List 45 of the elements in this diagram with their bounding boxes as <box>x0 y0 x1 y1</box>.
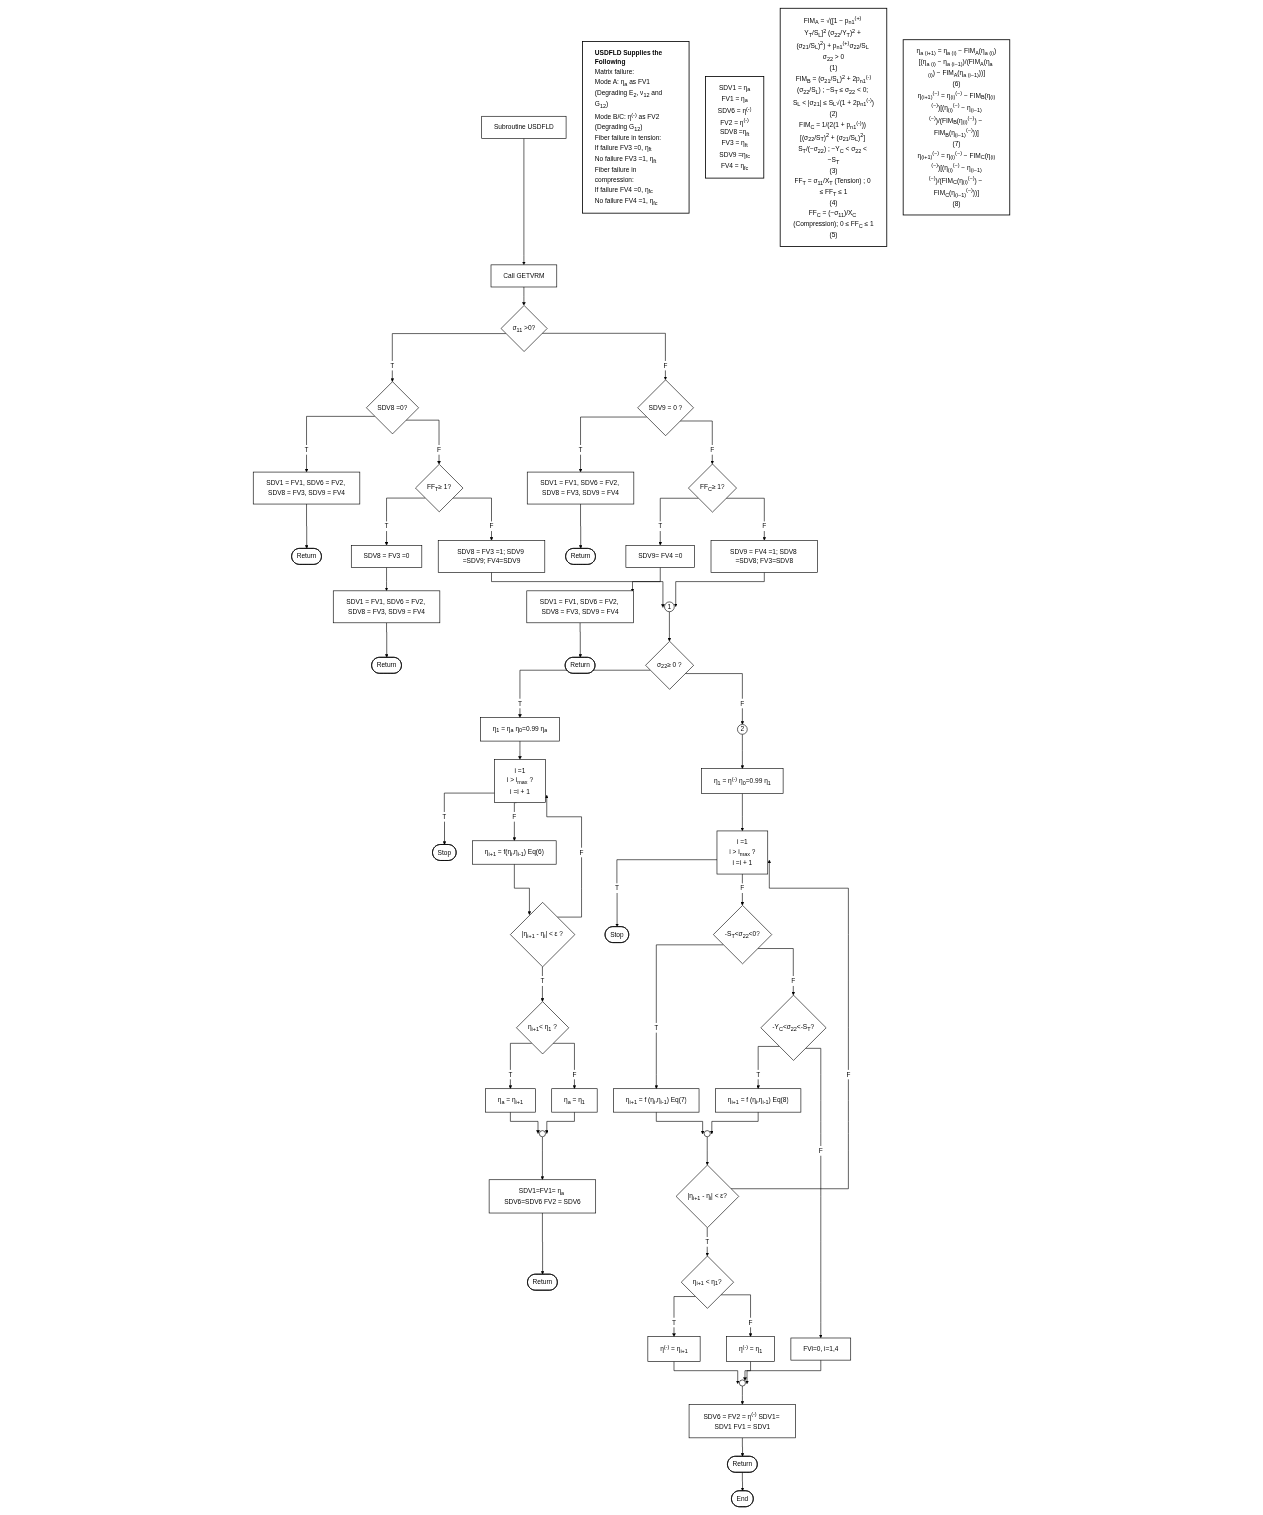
node-diamond <box>760 994 827 1061</box>
node-circle <box>664 601 675 613</box>
node-box <box>582 41 690 214</box>
node-box <box>481 115 567 139</box>
node-box <box>625 545 695 568</box>
node-diamond <box>366 381 419 435</box>
node-diamond <box>645 640 694 690</box>
node-circle <box>703 1130 711 1138</box>
node-diamond <box>713 905 773 965</box>
node-box <box>715 1088 802 1113</box>
node-box <box>350 545 423 568</box>
node-box <box>902 39 1011 216</box>
node-box <box>716 830 769 875</box>
node-box <box>551 1088 598 1113</box>
node-box <box>726 1336 775 1362</box>
node-box <box>494 759 546 803</box>
node-box <box>790 1337 852 1361</box>
node-diamond <box>680 1255 734 1309</box>
node-circle <box>539 1130 546 1138</box>
node-box <box>485 1088 536 1113</box>
node-circle <box>737 724 748 735</box>
node-diamond <box>688 463 737 513</box>
node-diamond <box>500 305 548 352</box>
node-box <box>710 540 818 573</box>
node-box <box>526 471 635 505</box>
node-diamond <box>637 379 694 436</box>
node-box <box>437 540 546 573</box>
node-box <box>613 1088 700 1113</box>
node-diamond <box>415 464 464 513</box>
node-box <box>488 1179 596 1214</box>
node-box <box>490 264 558 288</box>
node-box <box>701 768 784 794</box>
node-box <box>332 590 441 624</box>
node-box <box>779 7 888 247</box>
node-diamond <box>510 902 576 968</box>
node-box <box>688 1404 796 1439</box>
node-box <box>526 590 634 624</box>
node-diamond <box>516 1001 570 1055</box>
node-box <box>480 717 560 742</box>
node-box <box>647 1336 701 1362</box>
node-circle <box>739 1379 746 1387</box>
node-diamond <box>675 1164 740 1229</box>
node-box <box>705 76 765 179</box>
node-box <box>252 471 361 505</box>
node-box <box>472 840 557 865</box>
